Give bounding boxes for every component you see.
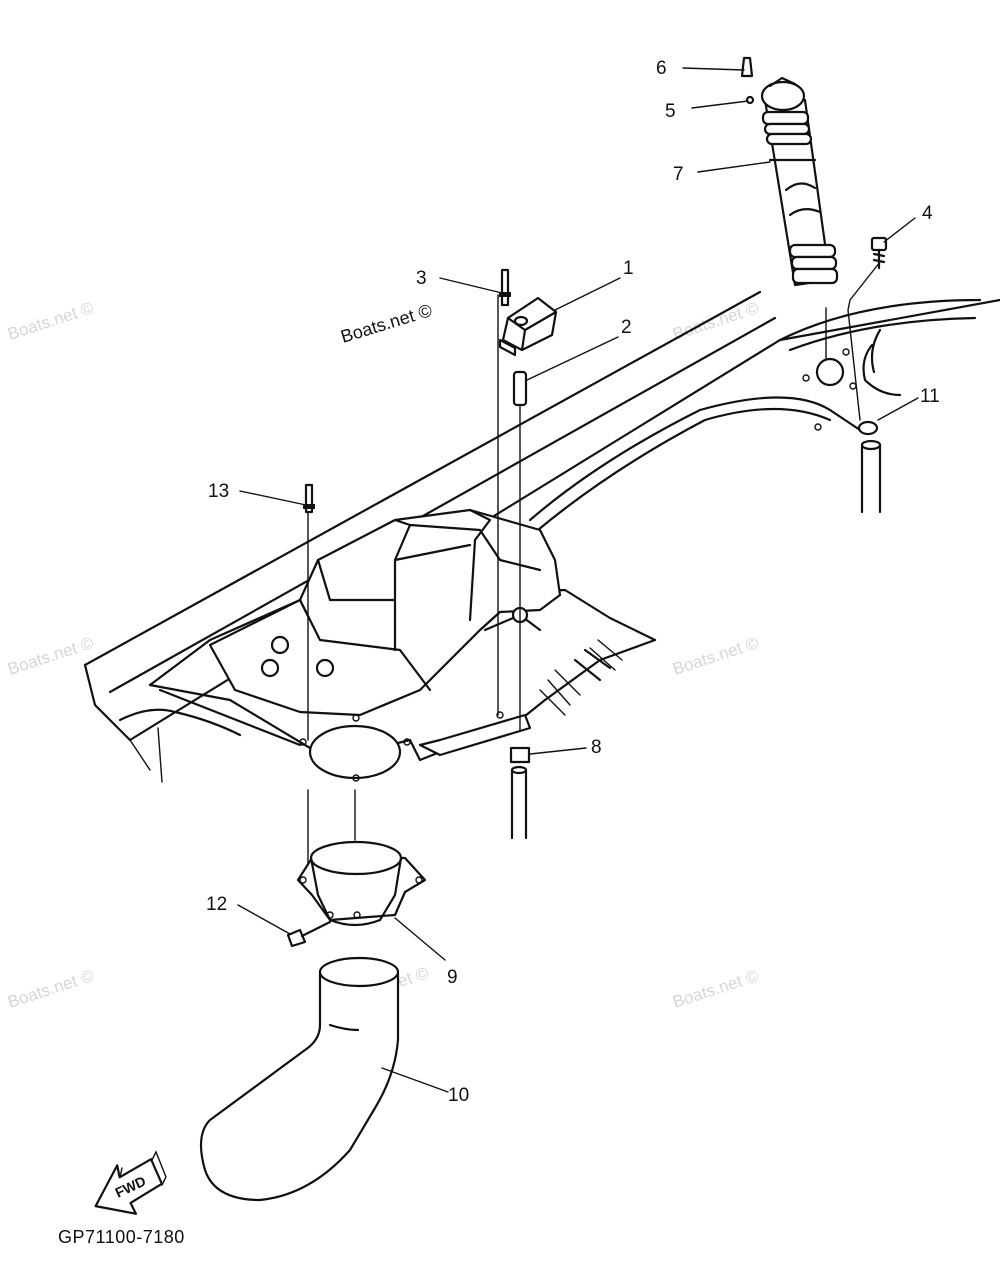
part-bolt-4 bbox=[870, 236, 888, 270]
engine-cover bbox=[208, 508, 562, 782]
part-spacer bbox=[512, 370, 528, 407]
watermark: Boats.net © bbox=[670, 298, 761, 344]
callout-1: 1 bbox=[623, 258, 634, 279]
callout-9: 9 bbox=[447, 967, 458, 988]
part-pin-13 bbox=[303, 483, 315, 514]
drawing-code: GP71100-7180 bbox=[58, 1227, 185, 1247]
part-pin bbox=[499, 268, 511, 307]
watermark: Boats.net © bbox=[670, 966, 761, 1012]
callout-5: 5 bbox=[665, 101, 676, 122]
watermark: Boats.net © bbox=[5, 298, 96, 344]
callout-13: 13 bbox=[208, 481, 229, 502]
watermark: Boats.net © bbox=[670, 633, 761, 679]
callout-2: 2 bbox=[621, 317, 632, 338]
callout-7: 7 bbox=[673, 164, 684, 185]
forward-arrow: FWD bbox=[94, 1150, 167, 1215]
callout-12: 12 bbox=[206, 894, 227, 915]
part-clip-8 bbox=[509, 746, 531, 840]
part-fitting-11 bbox=[857, 420, 882, 514]
callouts: 1 2 3 4 5 6 7 8 9 10 11 12 13 bbox=[206, 58, 940, 1106]
part-screw-12 bbox=[286, 920, 332, 948]
callout-11: 11 bbox=[920, 386, 940, 407]
callout-8: 8 bbox=[591, 737, 602, 758]
watermark: Boats.net © bbox=[5, 633, 96, 679]
part-duct-hose bbox=[199, 956, 400, 1202]
watermark-center: Boats.net © bbox=[338, 300, 434, 347]
callout-3: 3 bbox=[416, 268, 427, 289]
assembly-lines bbox=[307, 261, 881, 871]
part-duct-adapter bbox=[296, 840, 427, 927]
callout-4: 4 bbox=[922, 203, 933, 224]
callout-10: 10 bbox=[448, 1085, 469, 1106]
part-bracket bbox=[498, 296, 558, 357]
callout-6: 6 bbox=[656, 58, 667, 79]
watermark: Boats.net © bbox=[5, 966, 96, 1012]
part-hose bbox=[740, 56, 839, 287]
